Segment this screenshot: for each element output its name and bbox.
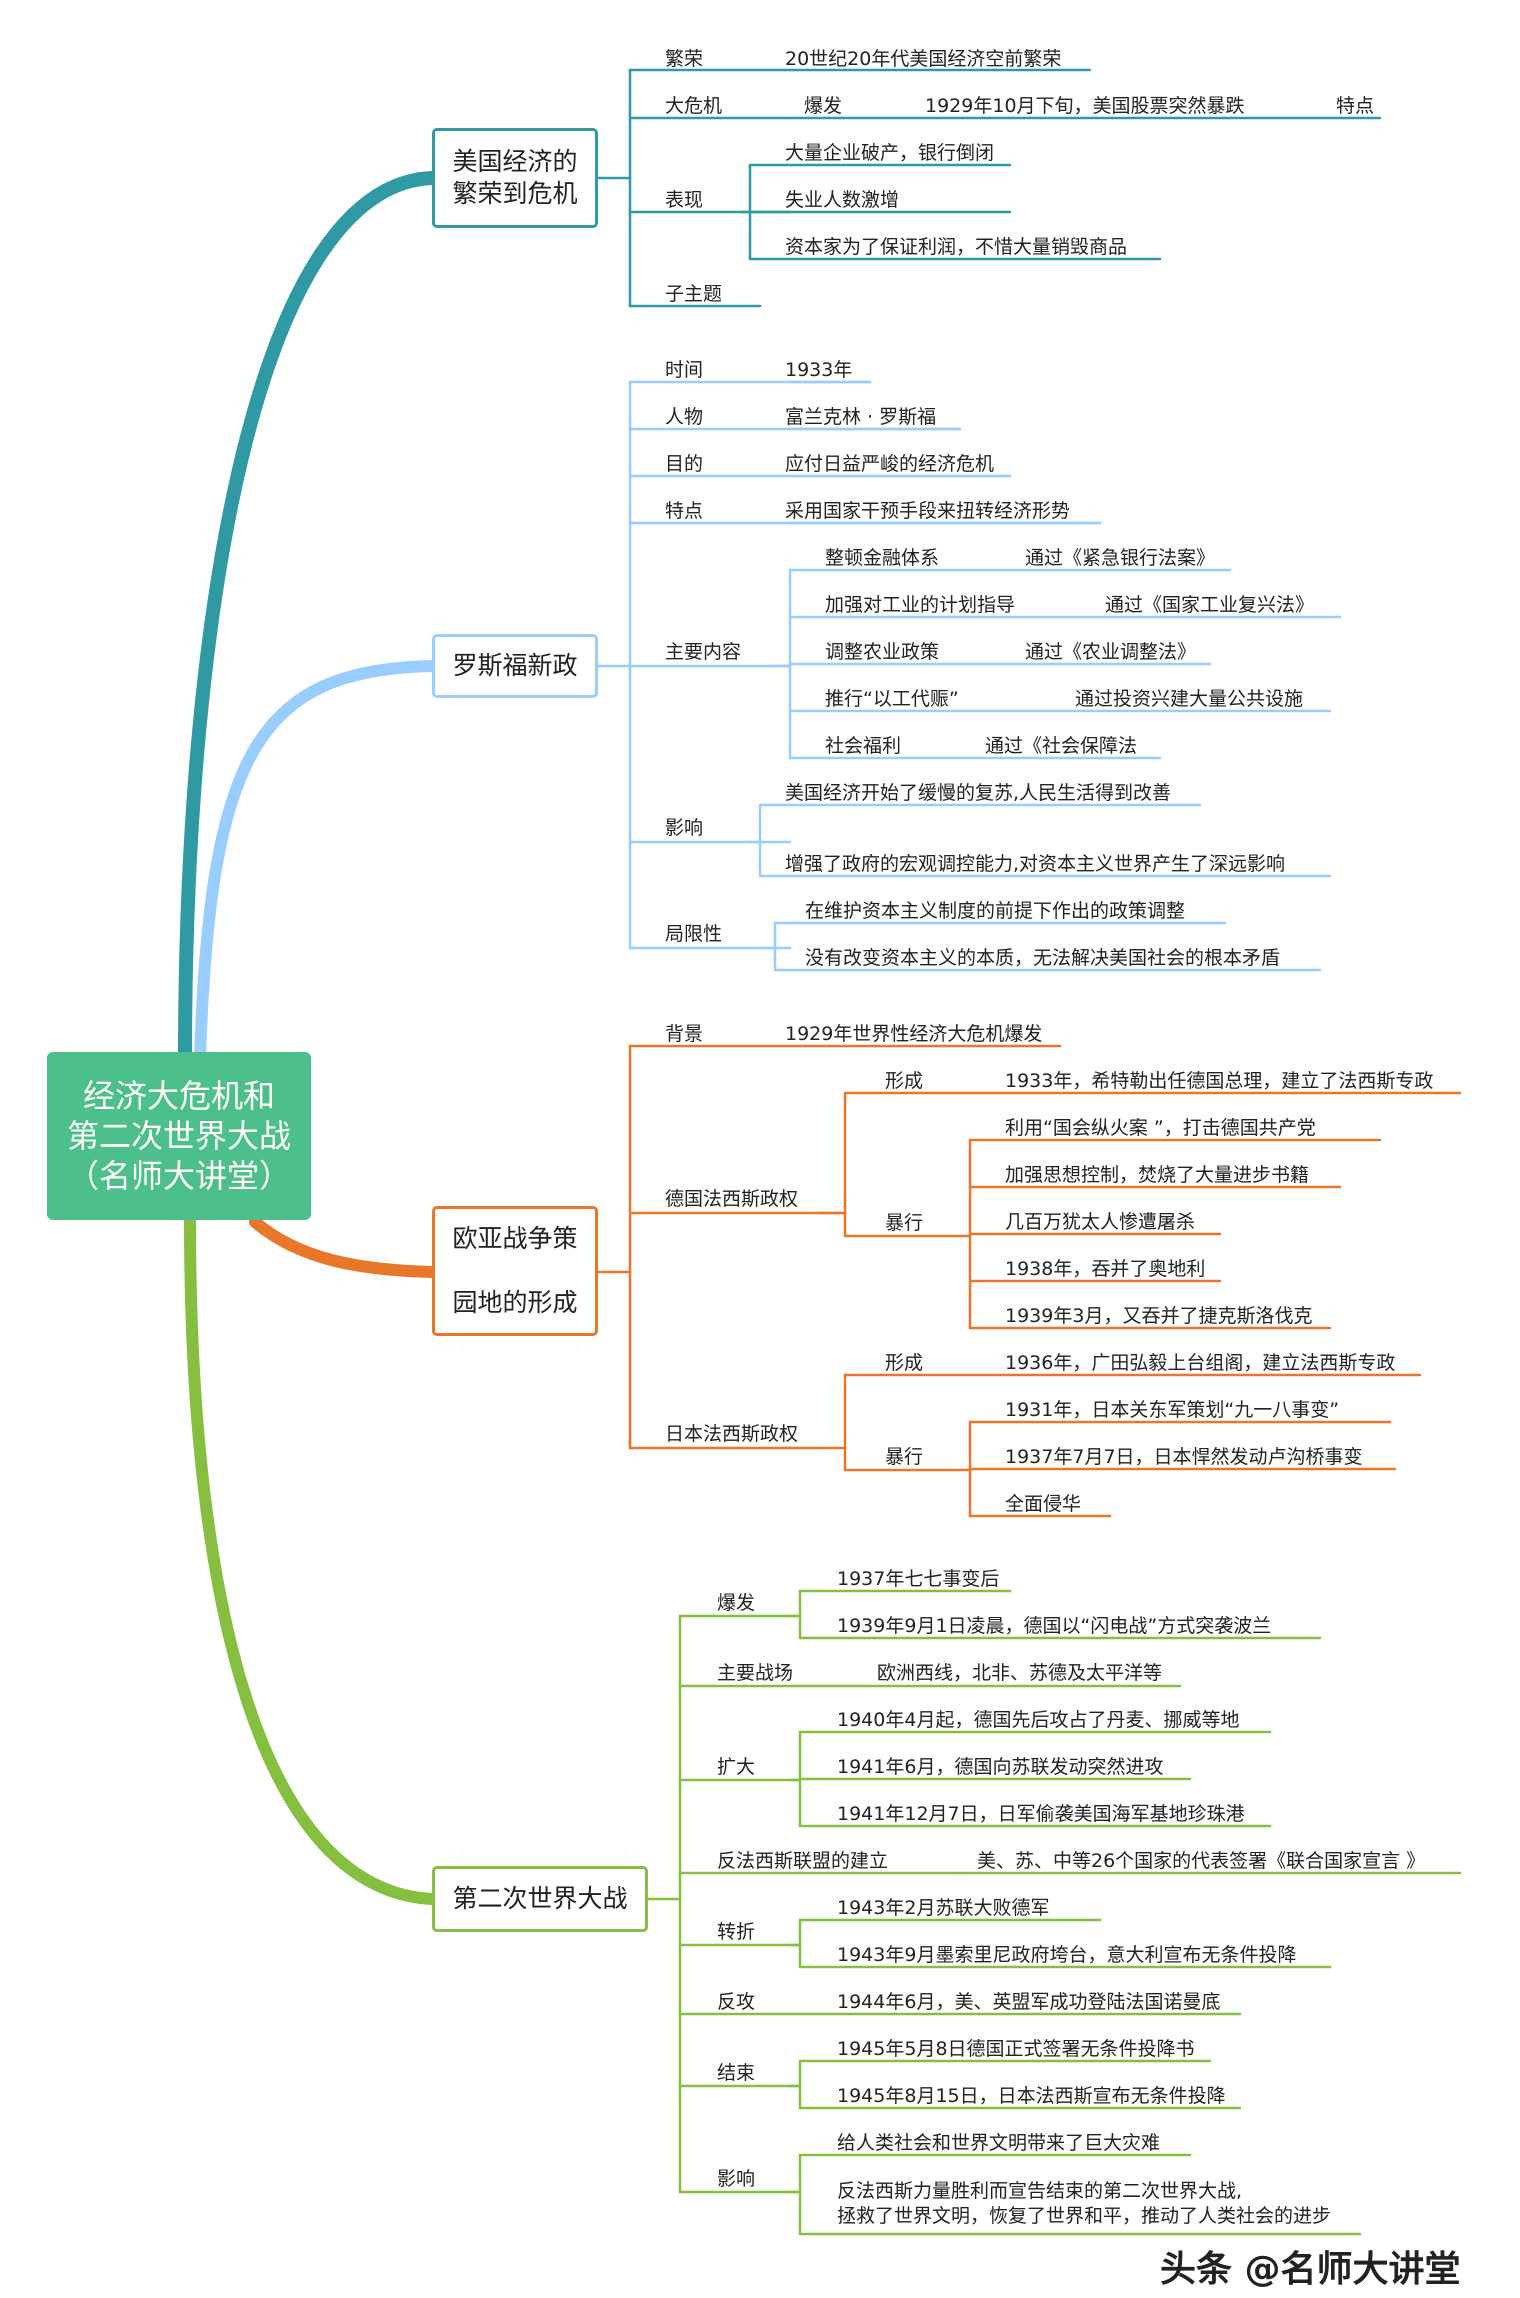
b4-expansion[interactable]: 扩大 [717, 1756, 756, 1778]
b2-time-value[interactable]: 1933年 [785, 359, 853, 381]
b2-content-4-value[interactable]: 通过投资兴建大量公共设施 [1075, 688, 1304, 710]
b3-japan-formation[interactable]: 形成 [885, 1352, 924, 1374]
b3-germany-formation[interactable]: 形成 [885, 1070, 924, 1092]
b4-alliance-value[interactable]: 美、苏、中等26个国家的代表签署《联合国家宣言 》 [977, 1850, 1426, 1872]
b3-germany-atrocity-4[interactable]: 1938年，吞并了奥地利 [1005, 1258, 1206, 1280]
watermark: 头条 @名师大讲堂 [1160, 2249, 1461, 2290]
b4-outbreak-1[interactable]: 1937年七七事变后 [837, 1568, 1000, 1590]
b3-germany-atrocity-3[interactable]: 几百万犹太人惨遭屠杀 [1005, 1211, 1196, 1233]
b1-subtopic[interactable]: 子主题 [665, 283, 723, 305]
b2-content-1-value[interactable]: 通过《紧急银行法案》 [1025, 547, 1216, 569]
b2-content-2[interactable]: 加强对工业的计划指导 [825, 594, 1016, 616]
b3-japan-atrocity-1[interactable]: 1931年，日本关东军策划“九一八事变” [1005, 1399, 1340, 1421]
b3-background[interactable]: 背景 [665, 1023, 704, 1045]
b1-prosperity-value[interactable]: 20世纪20年代美国经济空前繁荣 [785, 48, 1062, 70]
b2-content-5[interactable]: 社会福利 [825, 735, 902, 757]
b3-germany-atrocities[interactable]: 暴行 [885, 1212, 924, 1234]
b1-manifestation[interactable]: 表现 [665, 189, 704, 211]
b2-content-1[interactable]: 整顿金融体系 [825, 547, 940, 569]
b2-main-content[interactable]: 主要内容 [665, 641, 742, 663]
b3-japan-atrocity-3[interactable]: 全面侵华 [1005, 1493, 1082, 1515]
root-title-line1: 经济大危机和 [82, 1077, 275, 1115]
b2-time[interactable]: 时间 [665, 359, 704, 381]
branch-us-economy[interactable]: 美国经济的 繁荣到危机 [432, 128, 598, 228]
b4-outbreak[interactable]: 爆发 [717, 1592, 756, 1614]
b4-outbreak-2[interactable]: 1939年9月1日凌晨，德国以“闪电战”方式突袭波兰 [837, 1615, 1272, 1637]
main-branch-2 [194, 660, 438, 1064]
b4-impact[interactable]: 影响 [717, 2168, 756, 2190]
b3-japan[interactable]: 日本法西斯政权 [665, 1423, 799, 1445]
b2-person[interactable]: 人物 [665, 406, 704, 428]
b1-manifestation-3[interactable]: 资本家为了保证利润，不惜大量销毁商品 [785, 236, 1128, 258]
b1-manifestation-2[interactable]: 失业人数激增 [785, 189, 900, 211]
b4-expansion-2[interactable]: 1941年6月，德国向苏联发动突然进攻 [837, 1756, 1164, 1778]
b2-limitation-2[interactable]: 没有改变资本主义的本质，无法解决美国社会的根本矛盾 [805, 947, 1281, 969]
root-title-line3: （名师大讲堂） [66, 1157, 291, 1195]
b4-turning-point[interactable]: 转折 [717, 1921, 756, 1943]
main-branch-4 [184, 1216, 438, 1905]
b2-limitation-1[interactable]: 在维护资本主义制度的前提下作出的政策调整 [805, 900, 1186, 922]
b2-purpose[interactable]: 目的 [665, 453, 704, 475]
b4-end-2[interactable]: 1945年8月15日，日本法西斯宣布无条件投降 [837, 2085, 1226, 2107]
b4-impact-2b[interactable]: 拯救了世界文明，恢复了世界和平，推动了人类社会的进步 [837, 2205, 1332, 2227]
b2-limitation[interactable]: 局限性 [665, 923, 723, 945]
b3-germany-atrocity-2[interactable]: 加强思想控制，焚烧了大量进步书籍 [1005, 1164, 1310, 1186]
b4-end[interactable]: 结束 [717, 2062, 756, 2084]
branch-war-origins-line1: 欧亚战争策 [452, 1224, 578, 1253]
branch-ww2-title: 第二次世界大战 [452, 1884, 628, 1913]
b2-content-5-value[interactable]: 通过《社会保障法 [985, 735, 1138, 757]
branch-war-origins[interactable]: 欧亚战争策 园地的形成 [432, 1206, 598, 1336]
b2-content-2-value[interactable]: 通过《国家工业复兴法》 [1105, 594, 1315, 616]
b3-germany-atrocity-5[interactable]: 1939年3月，又吞并了捷克斯洛伐克 [1005, 1305, 1313, 1327]
branch-us-economy-line2: 繁荣到危机 [452, 179, 578, 208]
b4-turning-point-2[interactable]: 1943年9月墨索里尼政府垮台，意大利宣布无条件投降 [837, 1944, 1297, 1966]
b2-impact[interactable]: 影响 [665, 817, 704, 839]
b1-manifestation-1[interactable]: 大量企业破产，银行倒闭 [785, 142, 995, 164]
b3-japan-formation-value[interactable]: 1936年，广田弘毅上台组阁，建立法西斯专政 [1005, 1352, 1396, 1374]
main-branch-3 [249, 1216, 438, 1278]
b4-battlefields[interactable]: 主要战场 [717, 1662, 794, 1684]
b4-counterattack[interactable]: 反攻 [717, 1991, 756, 2013]
b3-background-value[interactable]: 1929年世界性经济大危机爆发 [785, 1023, 1043, 1045]
root-node[interactable]: 经济大危机和 第二次世界大战 （名师大讲堂） [47, 1052, 311, 1220]
b2-feature[interactable]: 特点 [665, 500, 704, 522]
b1-crisis[interactable]: 大危机 [665, 95, 723, 117]
b4-battlefields-value[interactable]: 欧洲西线，北非、苏德及太平洋等 [877, 1662, 1163, 1684]
b4-alliance[interactable]: 反法西斯联盟的建立 [717, 1850, 889, 1872]
b4-end-1[interactable]: 1945年5月8日德国正式签署无条件投降书 [837, 2038, 1195, 2060]
b1-outbreak-value[interactable]: 1929年10月下旬，美国股票突然暴跌 [925, 95, 1245, 117]
b2-content-3[interactable]: 调整农业政策 [825, 641, 940, 663]
b1-outbreak[interactable]: 爆发 [804, 95, 843, 117]
b4-turning-point-1[interactable]: 1943年2月苏联大败德军 [837, 1897, 1050, 1919]
b2-purpose-value[interactable]: 应付日益严峻的经济危机 [785, 453, 995, 475]
b3-japan-atrocity-2[interactable]: 1937年7月7日，日本悍然发动卢沟桥事变 [1005, 1446, 1363, 1468]
branch-new-deal-title: 罗斯福新政 [452, 651, 578, 680]
b3-germany-atrocity-1[interactable]: 利用“国会纵火案 ”，打击德国共产党 [1005, 1117, 1316, 1139]
root-title-line2: 第二次世界大战 [66, 1117, 291, 1155]
b2-impact-1[interactable]: 美国经济开始了缓慢的复苏,人民生活得到改善 [785, 782, 1172, 804]
branch-war-origins-line2: 园地的形成 [452, 1288, 578, 1317]
b2-impact-2[interactable]: 增强了政府的宏观调控能力,对资本主义世界产生了深远影响 [785, 853, 1286, 875]
branch-new-deal[interactable]: 罗斯福新政 [432, 634, 598, 698]
b4-expansion-1[interactable]: 1940年4月起，德国先后攻占了丹麦、挪威等地 [837, 1709, 1240, 1731]
b4-impact-1[interactable]: 给人类社会和世界文明带来了巨大灾难 [837, 2132, 1161, 2154]
b3-japan-atrocities[interactable]: 暴行 [885, 1446, 924, 1468]
b4-counterattack-value[interactable]: 1944年6月，美、英盟军成功登陆法国诺曼底 [837, 1991, 1221, 2013]
b4-expansion-3[interactable]: 1941年12月7日，日军偷袭美国海军基地珍珠港 [837, 1803, 1245, 1825]
b1-prosperity[interactable]: 繁荣 [665, 48, 704, 70]
branch-us-economy-line1: 美国经济的 [452, 147, 578, 176]
b1-feature[interactable]: 特点 [1336, 95, 1375, 117]
b2-content-3-value[interactable]: 通过《农业调整法》 [1025, 641, 1197, 663]
b4-impact-2a[interactable]: 反法西斯力量胜利而宣告结束的第二次世界大战, [837, 2180, 1243, 2202]
b3-germany-formation-value[interactable]: 1933年，希特勒出任德国总理，建立了法西斯专政 [1005, 1070, 1434, 1092]
b2-content-4[interactable]: 推行“以工代赈” [825, 688, 959, 710]
b3-germany[interactable]: 德国法西斯政权 [665, 1188, 799, 1210]
b2-person-value[interactable]: 富兰克林 · 罗斯福 [785, 406, 937, 428]
branch-ww2[interactable]: 第二次世界大战 [432, 1866, 648, 1932]
main-branch-1 [178, 171, 439, 1065]
b2-feature-value[interactable]: 采用国家干预手段来扭转经济形势 [785, 500, 1071, 522]
